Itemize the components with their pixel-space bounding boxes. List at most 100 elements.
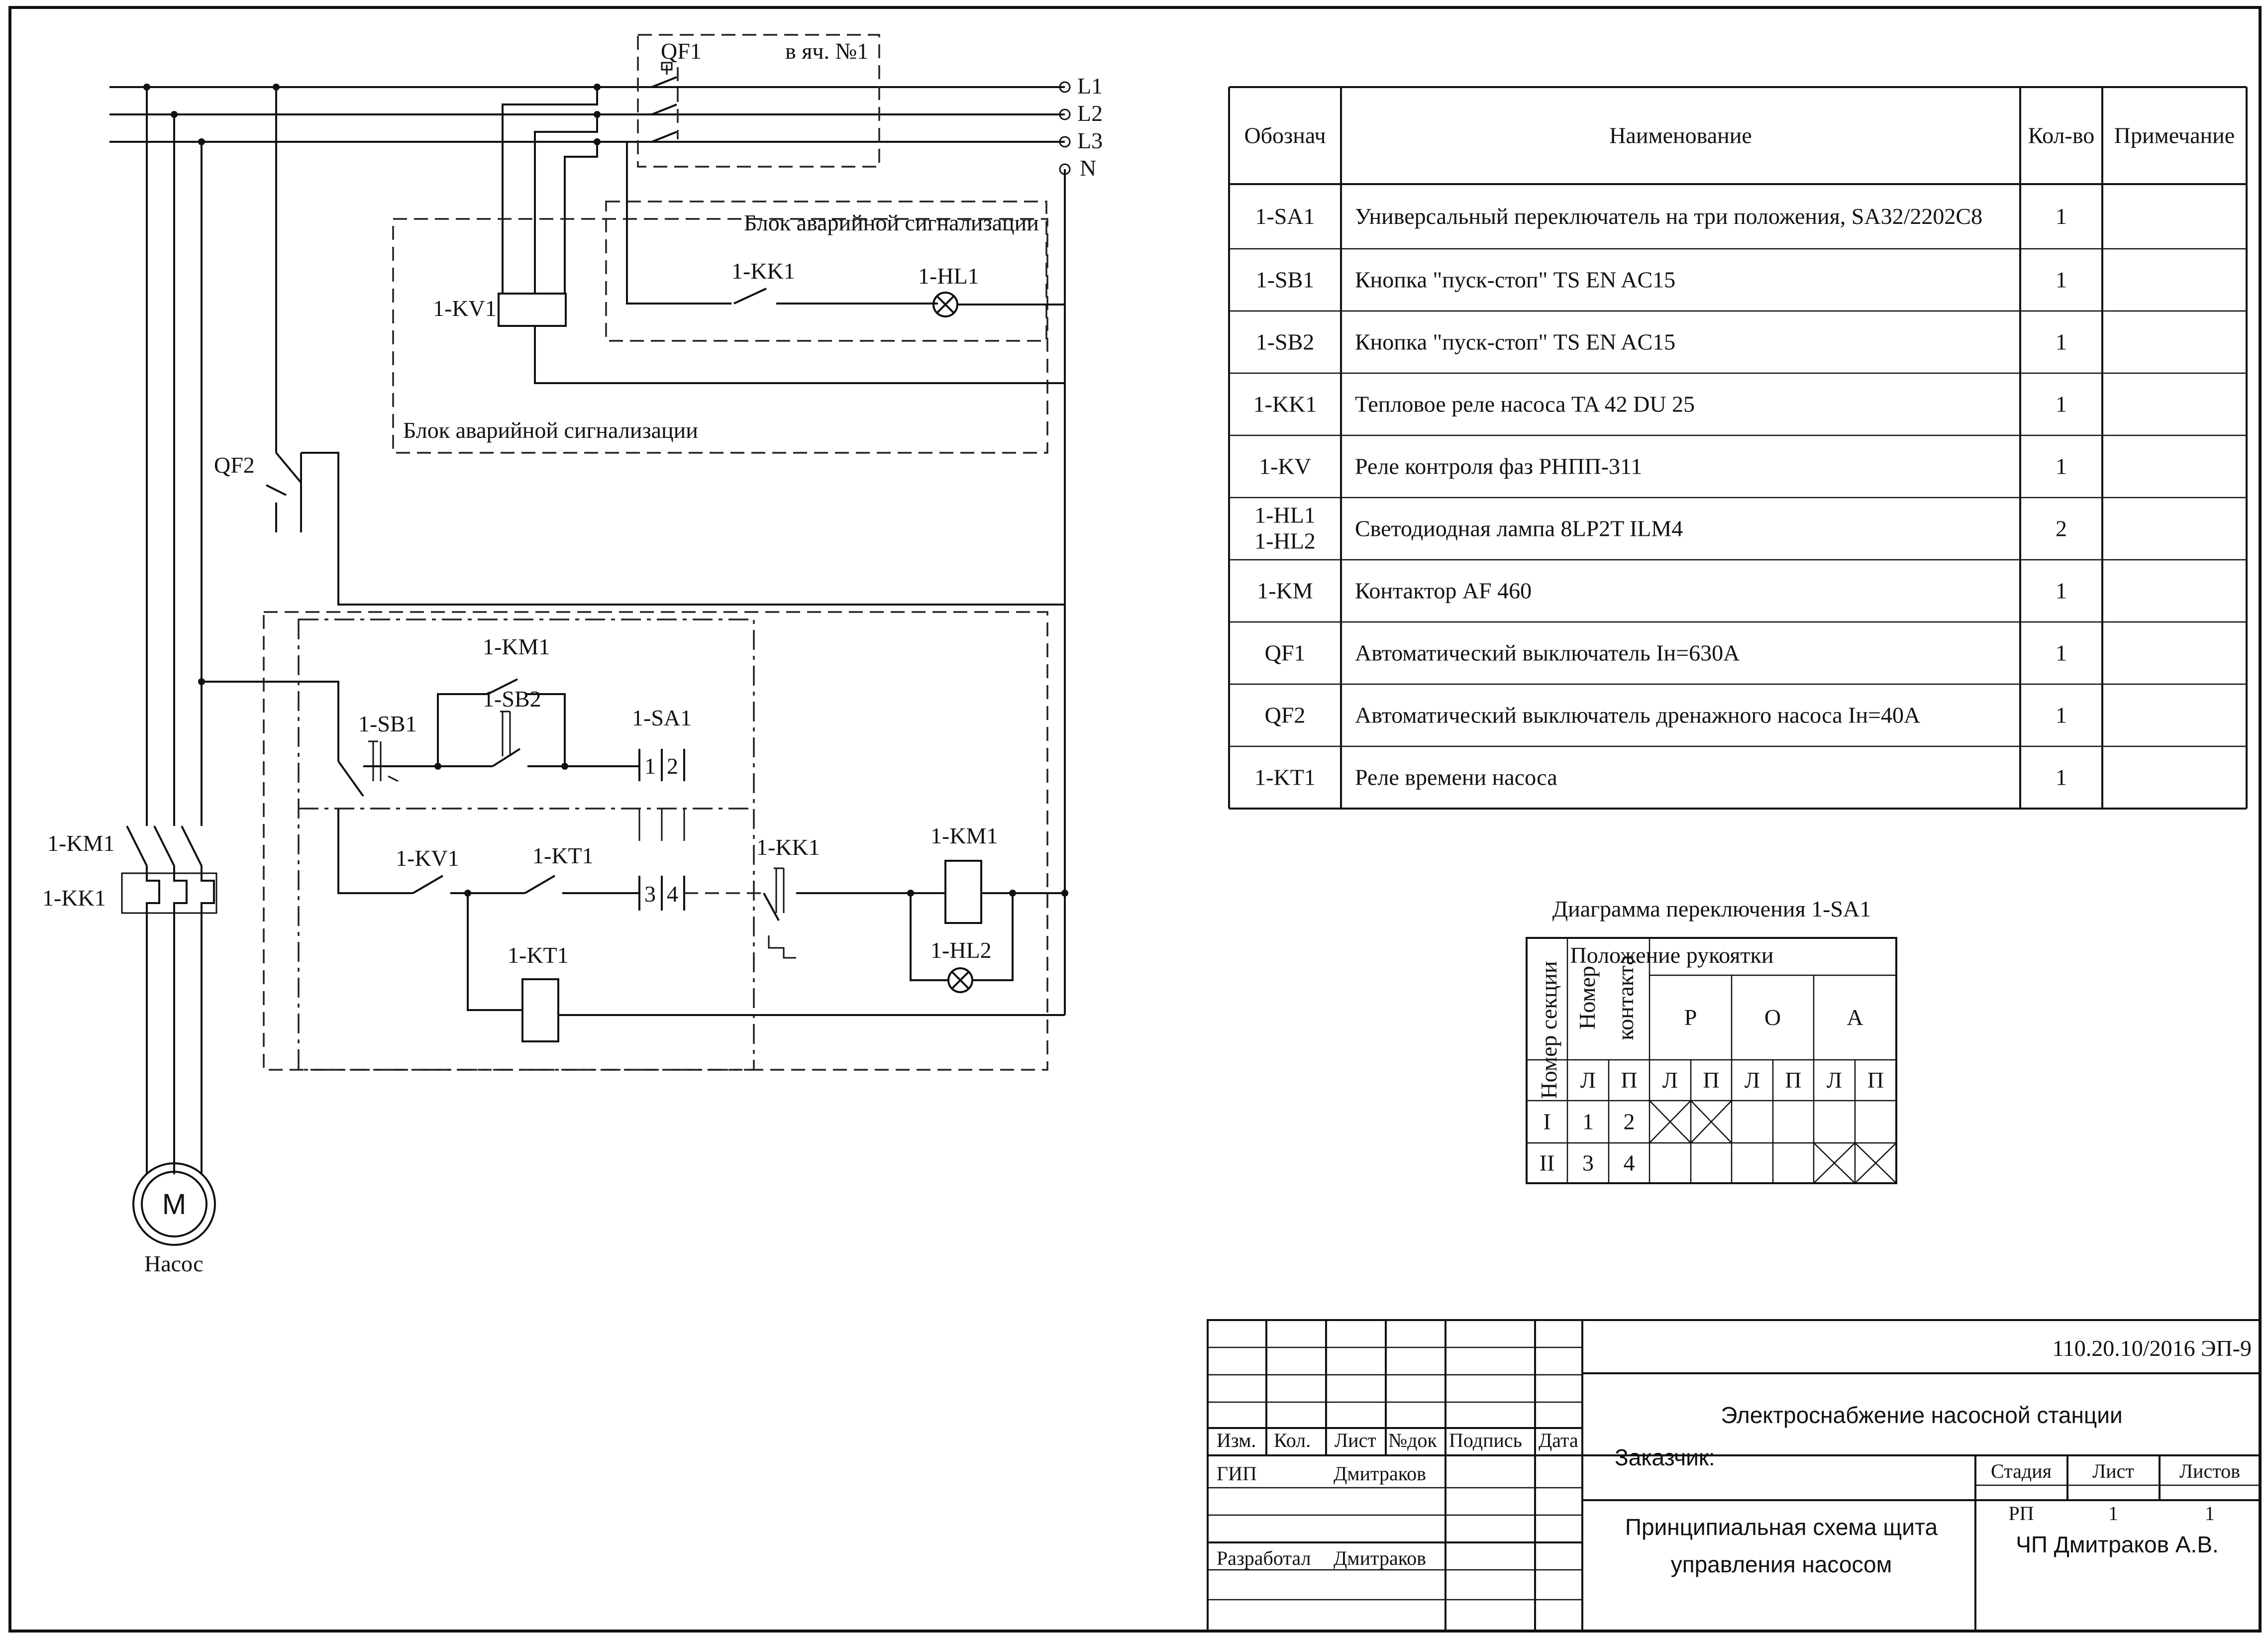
stage-header: Стадия xyxy=(1991,1460,2052,1482)
terminal-l3 xyxy=(1059,136,1071,148)
qf1-cell-box xyxy=(637,34,880,168)
alarm-block-inner-label: Блок аварийной сигнализации xyxy=(744,210,1039,235)
wire-qf2-out xyxy=(301,452,1065,606)
spec-qty: 1 xyxy=(2056,329,2067,355)
kt1-contact-label: 1-KT1 xyxy=(532,843,594,868)
sheet-header: Лист xyxy=(2092,1460,2134,1482)
sa1-contact-2-label: 2 xyxy=(667,753,678,779)
qf2-contact-a xyxy=(275,452,302,484)
spec-code: 1-HL1 xyxy=(1254,503,1316,528)
wire-kv1-l2 xyxy=(534,114,598,294)
motor-km1-label: 1-KM1 xyxy=(47,830,114,856)
spec-row: 1-SA1 Универсальный переключатель на три … xyxy=(1255,204,2067,229)
spec-qty: 1 xyxy=(2056,392,2067,417)
subheader-4: Л xyxy=(1745,1067,1760,1093)
kv1-contact xyxy=(412,875,444,894)
spec-code: 1-SB2 xyxy=(1256,329,1315,355)
km1-coil xyxy=(944,860,982,924)
contact-header-2: контакта xyxy=(1613,955,1638,1040)
contact-number: 1 xyxy=(1582,1109,1594,1134)
spec-name: Универсальный переключатель на три полож… xyxy=(1355,204,1982,229)
km1-hold-contact xyxy=(487,678,518,695)
spec-name: Тепловое реле насоса TA 42 DU 25 xyxy=(1355,392,1695,417)
spec-name: Контактор AF 460 xyxy=(1355,578,1532,604)
motor-caption: Насос xyxy=(144,1251,204,1276)
bus-label-l1: L1 xyxy=(1077,73,1103,99)
spec-qty: 1 xyxy=(2056,640,2067,666)
cell-label: в яч. №1 xyxy=(785,38,868,64)
wire-alarm-feed xyxy=(626,142,731,305)
kv1-coil xyxy=(498,293,567,327)
km1-coil-label: 1-KM1 xyxy=(930,823,998,848)
subheader-1: П xyxy=(1621,1067,1637,1093)
sa1-contact-4-label: 4 xyxy=(667,881,678,907)
kv1-coil-label: 1-KV1 xyxy=(433,296,497,321)
spec-code: 1-SB1 xyxy=(1256,267,1315,293)
subheader-3: П xyxy=(1703,1067,1719,1093)
sb1-label: 1-SB1 xyxy=(358,711,417,736)
contact-number: 2 xyxy=(1624,1109,1635,1134)
position-0: Р xyxy=(1684,1005,1697,1030)
qf1-contacts xyxy=(651,62,677,143)
km1-contact-label: 1-KM1 xyxy=(483,634,550,659)
wire-control-feed xyxy=(202,681,339,761)
subheader-2: Л xyxy=(1662,1067,1678,1093)
terminal-l2 xyxy=(1059,108,1071,120)
kt1-contact xyxy=(524,875,556,894)
spec-code: 1-KM xyxy=(1257,578,1313,604)
sb2-contact xyxy=(492,748,521,767)
spec-header-3: Примечание xyxy=(2114,123,2235,148)
spec-name: Реле времени насоса xyxy=(1355,765,1557,790)
sb1-contact xyxy=(337,760,364,797)
bus-label-l3: L3 xyxy=(1077,128,1103,153)
motor-kk1-label: 1-KK1 xyxy=(42,885,106,911)
wire-hl2 xyxy=(910,893,948,981)
spec-code: 1-KT1 xyxy=(1254,765,1316,790)
subheader-6: Л xyxy=(1827,1067,1842,1093)
control-block-outer xyxy=(263,611,1048,1071)
spec-name: Автоматический выключатель Iн=630А xyxy=(1355,640,1740,666)
km1-main-contacts xyxy=(126,825,148,866)
spec-row: QF1 Автоматический выключатель Iн=630А 1 xyxy=(1265,640,2067,666)
drawing-title-1: Принципиальная схема щита xyxy=(1625,1514,1938,1540)
spec-header-0: Обознач xyxy=(1244,123,1326,148)
closed-contact-mark xyxy=(1813,1142,1856,1184)
spec-name: Автоматический выключатель дренажного на… xyxy=(1355,703,1920,728)
alarm-block-outer-label: Блок аварийной сигнализации xyxy=(403,417,698,443)
rev-header-data: Дата xyxy=(1539,1429,1578,1451)
subheader-7: П xyxy=(1867,1067,1884,1093)
rev-header-ndoc: №док xyxy=(1388,1429,1438,1451)
spec-code: QF2 xyxy=(1265,703,1306,728)
spec-code: 1-KV xyxy=(1259,454,1311,479)
spec-name: Кнопка "пуск-стоп" TS EN AC15 xyxy=(1355,267,1675,293)
bus-label-l2: L2 xyxy=(1077,101,1103,126)
project-title: Электроснабжение насосной станции xyxy=(1721,1402,2122,1428)
spec-qty: 1 xyxy=(2056,267,2067,293)
spec-name: Светодиодная лампа 8LP2T ILM4 xyxy=(1355,516,1683,541)
kt1-coil-label: 1-KT1 xyxy=(508,942,569,968)
contact-header-1: Номер xyxy=(1574,966,1600,1029)
sa1-label: 1-SA1 xyxy=(632,705,692,730)
sa1-contact-3-label: 3 xyxy=(644,881,656,907)
contact-number: 3 xyxy=(1582,1150,1594,1176)
position-header: Положение рукоятки xyxy=(1570,942,1774,968)
spec-code: 1-SA1 xyxy=(1255,204,1315,229)
stage-value: РП xyxy=(2008,1502,2034,1525)
rev-header-list: Лист xyxy=(1335,1429,1376,1451)
spec-qty: 2 xyxy=(2056,516,2067,541)
sheets-value: 1 xyxy=(2205,1502,2215,1525)
closed-contact-mark xyxy=(1690,1100,1732,1143)
spec-code: QF1 xyxy=(1265,640,1306,666)
spec-qty: 1 xyxy=(2056,204,2067,229)
spec-header-2: Кол-во xyxy=(2028,123,2094,148)
sheet-frame xyxy=(8,6,2262,1633)
terminal-l1 xyxy=(1059,81,1071,93)
rev-header-izm: Изм. xyxy=(1217,1429,1256,1451)
position-2: А xyxy=(1847,1005,1863,1030)
rev-header-podpis: Подпись xyxy=(1449,1429,1522,1451)
sa1-contact-1-label: 1 xyxy=(644,753,656,779)
